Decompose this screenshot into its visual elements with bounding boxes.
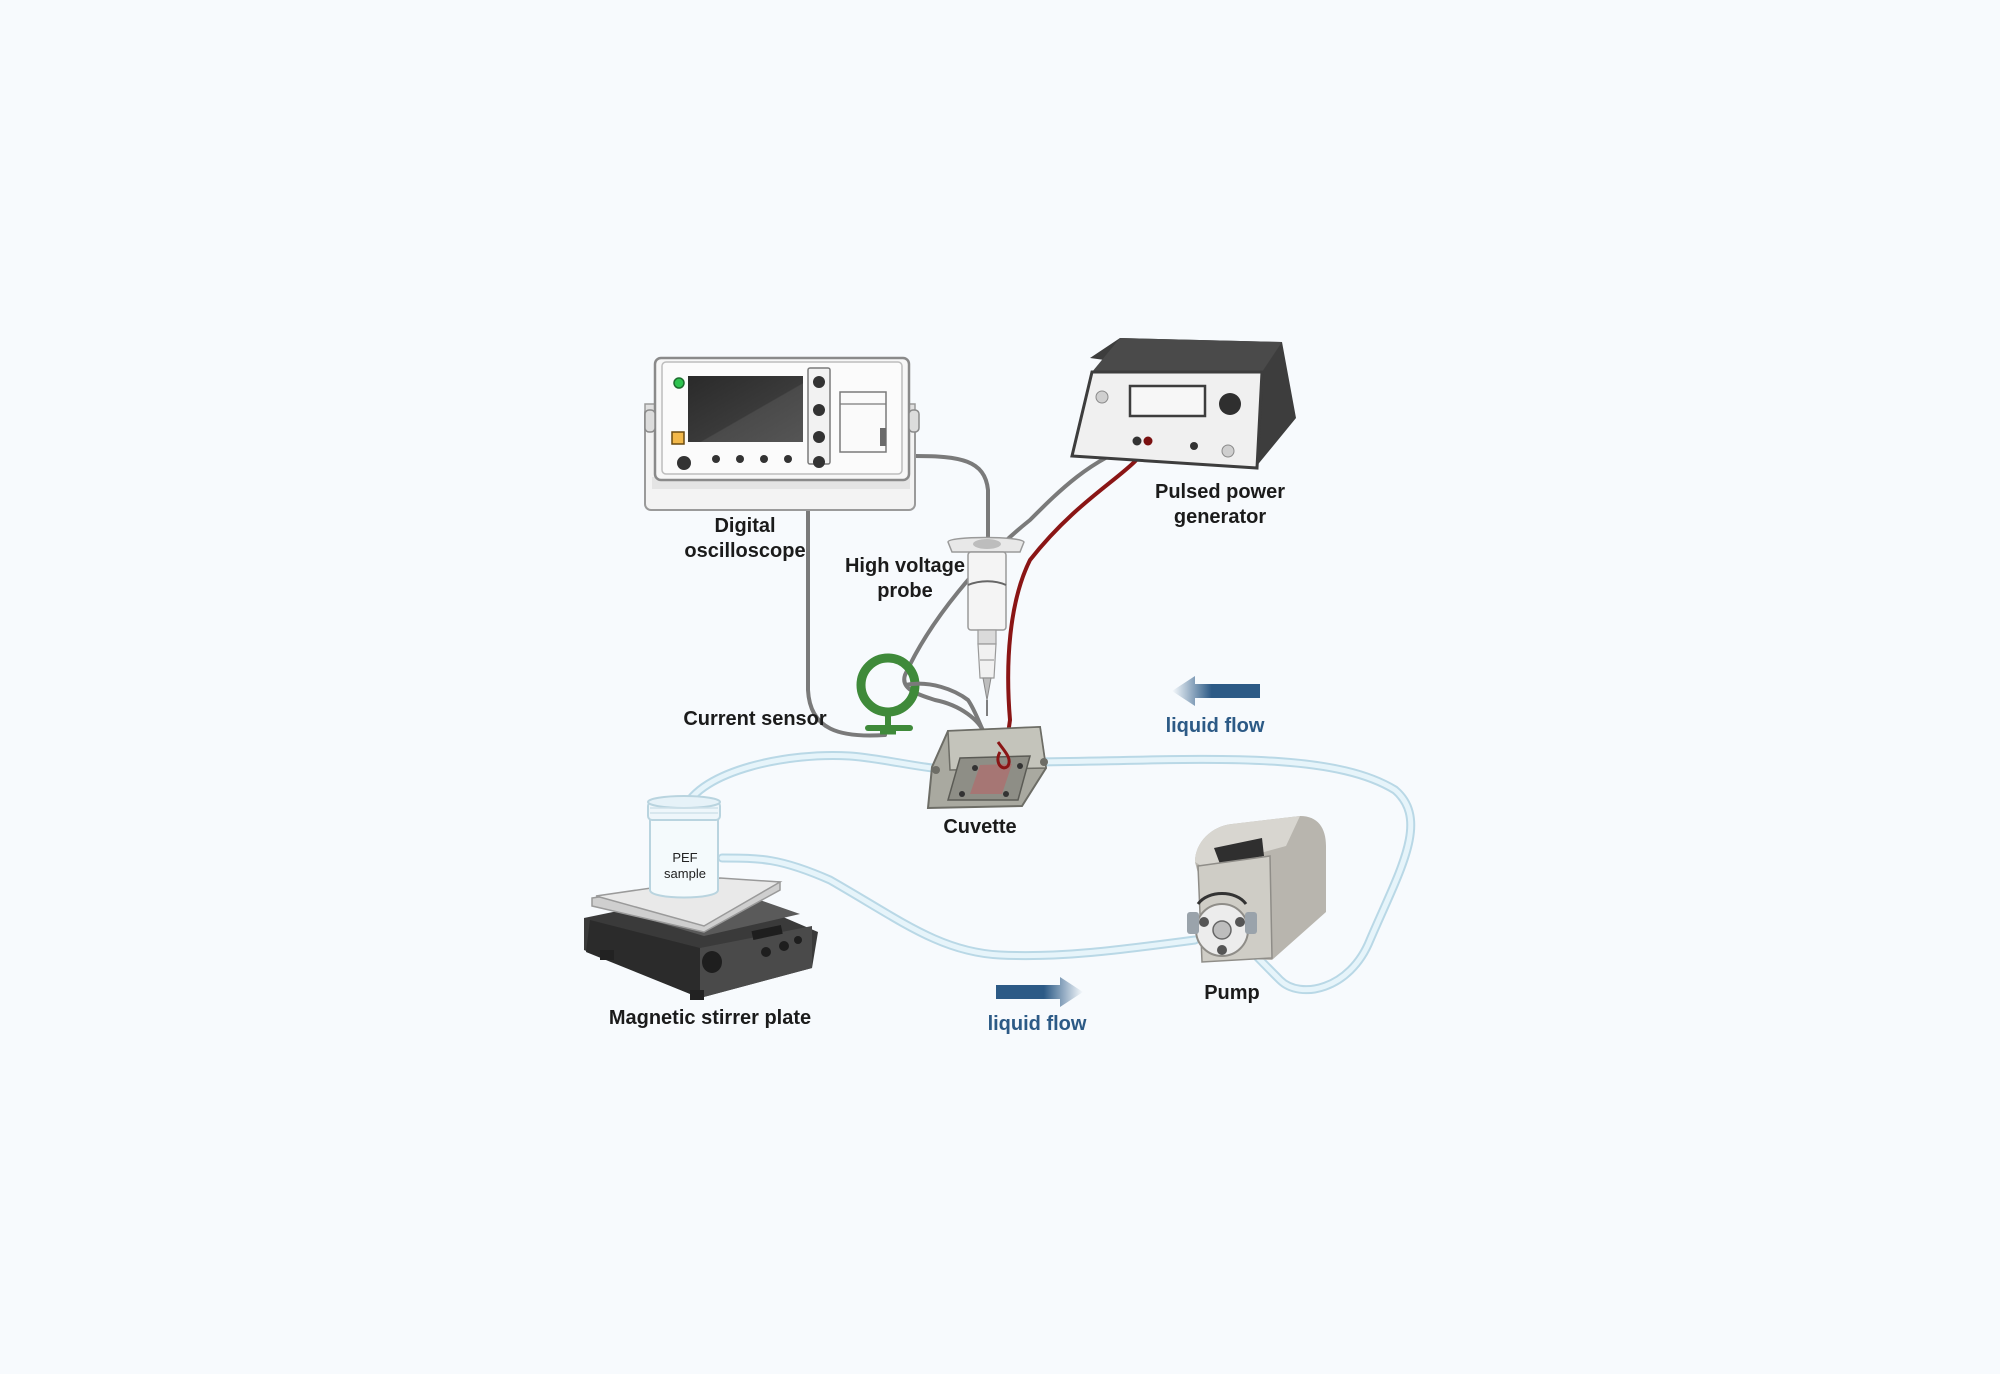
signal-cables bbox=[806, 442, 1139, 738]
oscilloscope-label: Digital oscilloscope bbox=[672, 514, 818, 564]
sample-label-line1: PEF bbox=[672, 850, 698, 865]
sample-jar-icon bbox=[647, 795, 721, 899]
oscilloscope-icon bbox=[644, 356, 920, 511]
generator-label-line1: Pulsed power bbox=[1154, 481, 1286, 503]
flow-arrow-right bbox=[996, 977, 1083, 1007]
pump-label: Pump bbox=[1204, 982, 1260, 1004]
hv-probe-label-line1: High voltage bbox=[844, 555, 965, 577]
flow-arrow-left bbox=[1172, 676, 1260, 706]
high-voltage-probe-icon bbox=[947, 536, 1025, 716]
peristaltic-pump-icon bbox=[1187, 816, 1326, 963]
flow-label-bottom: liquid flow bbox=[987, 1013, 1087, 1035]
power-supply-icon bbox=[1070, 338, 1296, 470]
hv-probe-label: High voltage probe bbox=[832, 554, 978, 604]
generator-label-line2: generator bbox=[1173, 506, 1267, 528]
flow-label-top: liquid flow bbox=[1165, 715, 1265, 737]
sample-label: PEF sample bbox=[652, 850, 718, 882]
generator-label: Pulsed power generator bbox=[1136, 480, 1304, 530]
sample-label-line2: sample bbox=[664, 866, 706, 881]
tubing bbox=[679, 750, 1416, 995]
cuvette-icon bbox=[926, 725, 1048, 810]
oscilloscope-label-line1: Digital bbox=[714, 515, 776, 537]
current-sensor-label: Current sensor bbox=[683, 708, 827, 730]
oscilloscope-label-line2: oscilloscope bbox=[684, 540, 806, 562]
cuvette-label: Cuvette bbox=[943, 816, 1017, 838]
hv-cable bbox=[1003, 440, 1150, 757]
stirrer-label: Magnetic stirrer plate bbox=[608, 1007, 812, 1029]
current-sensor-ring-icon bbox=[856, 653, 987, 736]
hv-probe-label-line2: probe bbox=[877, 580, 933, 602]
